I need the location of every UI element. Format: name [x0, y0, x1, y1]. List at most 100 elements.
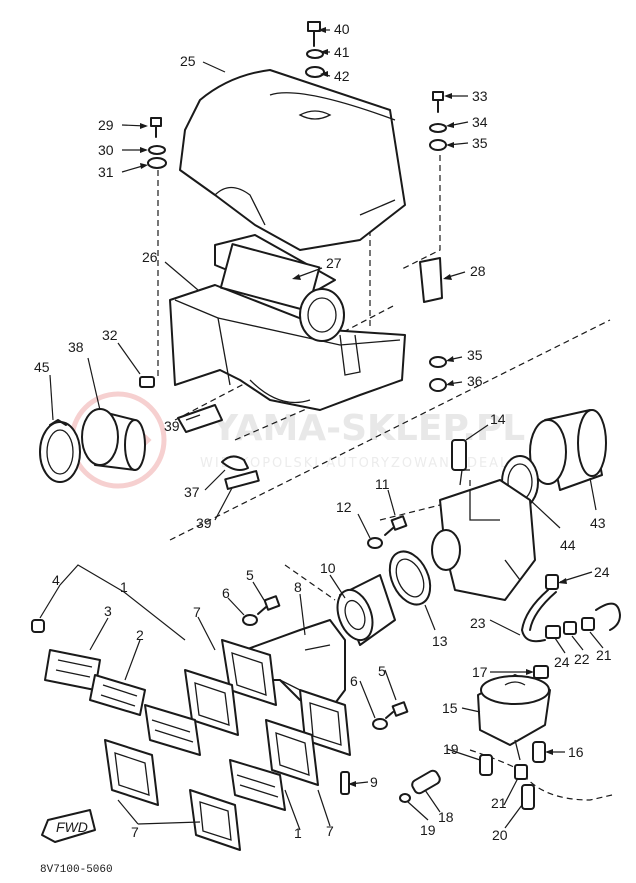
gasket-7-b: [184, 669, 239, 736]
callout-44: 44: [560, 537, 576, 553]
joint-10: [336, 574, 396, 646]
fuel-pump-15: [477, 674, 551, 761]
washer-35-lower: [429, 356, 447, 368]
callout-7-lower: 7: [131, 824, 139, 840]
callout-5-lower: 5: [378, 663, 386, 679]
callout-26: 26: [142, 249, 158, 265]
screw-4: [31, 619, 45, 633]
hose-21-right: [595, 602, 621, 631]
bolt-5-upper: [257, 595, 281, 615]
callout-19-lower: 19: [420, 822, 436, 838]
diagram-code: 8V7100-5060: [40, 864, 113, 876]
washer-34: [429, 123, 447, 133]
callout-6-lower: 6: [350, 673, 358, 689]
clip-21-upper: [581, 617, 595, 631]
fitting-17: [533, 665, 549, 679]
washer-6-upper: [242, 614, 258, 626]
washer-12: [367, 537, 383, 549]
callout-24-lower: 24: [554, 654, 570, 670]
bolt-40: [307, 21, 321, 47]
callout-41: 41: [334, 44, 350, 60]
callout-21-upper: 21: [596, 647, 612, 663]
strip-39-upper: [177, 404, 223, 433]
clip-22: [563, 621, 577, 635]
callout-30: 30: [98, 142, 114, 158]
air-box-body: [169, 234, 406, 411]
clip-19-lower: [399, 793, 411, 803]
callout-numbers: 40 41 42 25 29 30 31 33 34 35 26 27 28 3…: [34, 21, 612, 843]
callout-22: 22: [574, 651, 590, 667]
grommet-42: [305, 66, 325, 78]
callout-17: 17: [472, 664, 488, 680]
dowel-9: [340, 771, 350, 795]
callout-7-upper: 7: [193, 604, 201, 620]
hose-20: [521, 784, 535, 810]
callout-31: 31: [98, 164, 114, 180]
hose-24-upper: [545, 574, 559, 590]
callout-29: 29: [98, 117, 114, 133]
nut-32: [139, 376, 155, 388]
callout-10: 10: [320, 560, 336, 576]
reed-valve-1-b: [229, 759, 286, 811]
callout-27: 27: [326, 255, 342, 271]
filter-plate: [419, 257, 443, 303]
callout-39-lower: 39: [196, 515, 212, 531]
callout-18: 18: [438, 809, 454, 825]
callout-3: 3: [104, 603, 112, 619]
grommet-31: [147, 157, 167, 169]
callout-25: 25: [180, 53, 196, 69]
fitting-14: [451, 439, 467, 471]
callout-28: 28: [470, 263, 486, 279]
fitting-16: [532, 741, 546, 763]
hose-18: [411, 769, 441, 795]
callout-21-lower: 21: [491, 795, 507, 811]
gasket-7-d: [265, 719, 319, 786]
callout-13: 13: [432, 633, 448, 649]
callout-39-upper: 39: [164, 418, 180, 434]
callout-9: 9: [370, 774, 378, 790]
callout-35-lower: 35: [467, 347, 483, 363]
callout-2: 2: [136, 627, 144, 643]
carburetor: [431, 469, 536, 601]
fitting-19-upper: [479, 754, 493, 776]
callout-4: 4: [52, 572, 60, 588]
reed-valve-1-a: [144, 704, 201, 756]
callout-11: 11: [375, 476, 390, 492]
callout-14: 14: [490, 411, 506, 427]
watermark-brand: YAMA-SKLEP.PL: [211, 408, 525, 449]
fwd-label: FWD: [56, 819, 88, 835]
callout-7-right: 7: [326, 823, 334, 839]
watermark-tagline: WIELKOPOLSKI AUTORYZOWANY DEALER YAMAHA: [200, 456, 603, 471]
callout-36: 36: [467, 373, 483, 389]
hose-24-lower: [545, 625, 561, 639]
hose-23-inner: [529, 591, 557, 631]
clamp-13: [388, 550, 432, 606]
washer-6-lower: [372, 718, 388, 730]
callout-38: 38: [68, 339, 84, 355]
gasket-7-e: [104, 739, 159, 806]
watermark: YAMA-SKLEP.PL WIELKOPOLSKI AUTORYZOWANY …: [69, 391, 603, 489]
bolt-29: [150, 117, 162, 138]
leader-lines: [39, 27, 604, 831]
hose-23: [521, 589, 549, 643]
callout-37: 37: [184, 484, 200, 500]
bolt-11: [384, 515, 408, 536]
fwd-arrow-badge: FWD: [41, 809, 96, 843]
callout-35-upper: 35: [472, 135, 488, 151]
callout-15: 15: [442, 700, 458, 716]
bolt-33: [432, 91, 444, 113]
gasket-7-a: [221, 639, 277, 706]
callout-32: 32: [102, 327, 118, 343]
washer-35-upper: [429, 139, 447, 151]
gasket-7-f: [189, 789, 241, 851]
reed-stopper-2: [89, 674, 146, 716]
callout-5-upper: 5: [246, 567, 254, 583]
callout-45: 45: [34, 359, 50, 375]
intake-sleeve-38: [81, 408, 146, 471]
bolt-5-lower: [385, 701, 409, 719]
clip-21-lower: [514, 764, 528, 780]
callout-6-upper: 6: [222, 585, 230, 601]
callout-20: 20: [492, 827, 508, 843]
clip-37: [221, 455, 249, 471]
